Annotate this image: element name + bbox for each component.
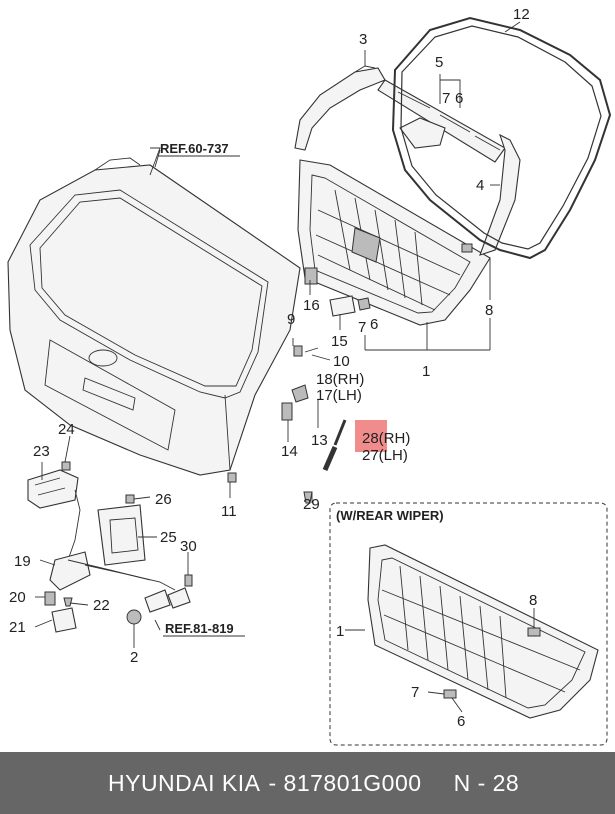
label-part-22: 22 (93, 597, 110, 614)
inset-label-part-8: 8 (529, 592, 537, 609)
part-14 (281, 402, 293, 421)
inset-title: (W/REAR WIPER) (336, 508, 444, 523)
parts-diagram: (W/REAR WIPER) (7, 6, 612, 746)
label-part-15: 15 (331, 333, 348, 350)
label-part-6b: 6 (370, 316, 378, 333)
ref-60-737: REF.60-737 (160, 141, 229, 156)
garnish-panel (297, 159, 491, 326)
molding-part-3 (294, 65, 386, 151)
inset-label-part-6: 6 (457, 713, 465, 730)
part-16-bumper (304, 267, 318, 285)
label-part-10: 10 (333, 353, 350, 370)
label-part-23: 23 (33, 443, 50, 460)
tailgate-panel (7, 149, 301, 476)
inset-labels: 1 8 7 6 (336, 592, 537, 730)
spoiler-bracket (377, 79, 506, 163)
highlight-part-28 (355, 420, 387, 452)
label-part-25: 25 (160, 529, 177, 546)
leader-lines (34, 21, 535, 713)
label-part-14: 14 (281, 443, 298, 460)
ref-81-819: REF.81-819 (165, 621, 234, 636)
part-19-lock (49, 551, 91, 591)
part-number-labels: 3 12 5 7 6 4 8 16 15 7 6 9 10 1 18(RH) 1… (9, 6, 530, 666)
small-hardware (227, 243, 473, 504)
label-part-7b: 7 (358, 319, 366, 336)
inset-label-part-1: 1 (336, 623, 344, 640)
label-part-4: 4 (476, 177, 484, 194)
inset-box: (W/REAR WIPER) (329, 502, 608, 746)
label-part-7: 7 (442, 90, 450, 107)
reference-labels: REF.60-737 REF.81-819 (158, 141, 245, 637)
part-2-grommet (126, 609, 142, 625)
label-part-26: 26 (155, 491, 172, 508)
label-part-3: 3 (359, 31, 367, 48)
label-part-2: 2 (130, 649, 138, 666)
part-18-bracket (291, 384, 309, 403)
label-part-28: 28(RH) (362, 430, 410, 447)
part-11-bolt (227, 472, 237, 483)
label-part-17: 17(LH) (316, 387, 362, 404)
label-part-12: 12 (513, 6, 530, 23)
gas-lifter (333, 419, 347, 446)
label-part-11: 11 (221, 503, 237, 520)
label-part-24: 24 (58, 421, 75, 438)
part-23-actuator (27, 469, 79, 509)
footer-part-number: - 817801G000 (268, 769, 422, 796)
label-part-16: 16 (303, 297, 320, 314)
latch-assembly (27, 461, 193, 633)
label-part-8: 8 (485, 302, 493, 319)
label-part-29: 29 (303, 496, 320, 513)
label-part-9: 9 (287, 311, 295, 328)
label-part-20: 20 (9, 589, 26, 606)
inset-label-part-7: 7 (411, 684, 419, 701)
label-part-21: 21 (9, 619, 26, 636)
label-part-18: 18(RH) (316, 371, 364, 388)
label-part-1: 1 (422, 363, 430, 380)
part-25-latch (97, 504, 146, 566)
label-part-30: 30 (180, 538, 197, 555)
label-part-13: 13 (311, 432, 328, 449)
weatherstrip-part-12 (391, 16, 612, 260)
label-part-5: 5 (435, 54, 443, 71)
label-part-6: 6 (455, 90, 463, 107)
diagram-canvas: (W/REAR WIPER) (7, 6, 612, 746)
part-21-cover (51, 607, 77, 633)
label-part-27: 27(LH) (362, 447, 408, 464)
footer-page-number: N - 28 (453, 769, 520, 796)
footer-brand: HYUNDAI KIA (108, 769, 261, 796)
inset-garnish (367, 544, 599, 719)
label-part-19: 19 (14, 553, 31, 570)
part-15-lamp (329, 295, 356, 317)
molding-part-4 (479, 133, 521, 256)
footer-bar: HYUNDAI KIA - 817801G000 N - 28 (0, 752, 615, 814)
